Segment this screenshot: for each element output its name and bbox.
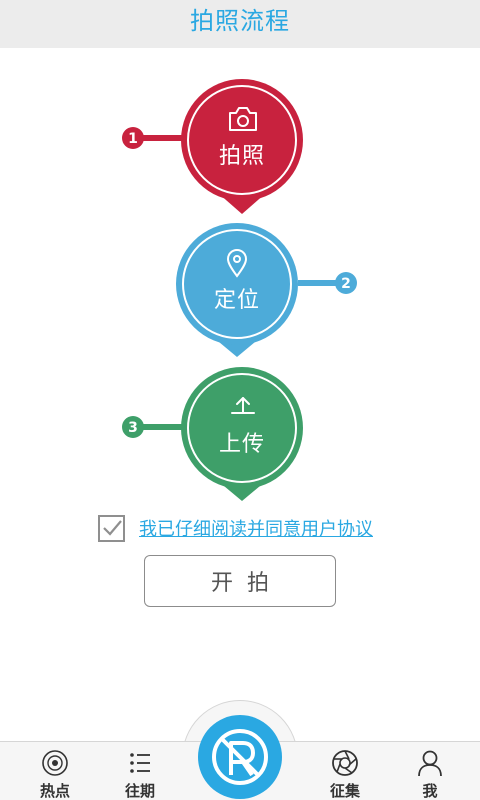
header-bar: 拍照流程	[0, 0, 480, 48]
upload-icon	[231, 397, 255, 414]
step-3	[122, 367, 303, 501]
agreement-checkbox[interactable]	[98, 514, 125, 542]
checkmark-icon	[103, 519, 122, 536]
step-3-circle	[181, 367, 303, 489]
agreement-row: 我已仔细阅读并同意用户协议	[98, 514, 373, 542]
step-2-number: 2	[341, 276, 351, 292]
page-title: 拍照流程	[190, 6, 290, 35]
start-shoot-button[interactable]: 开拍	[144, 555, 336, 607]
aperture-icon	[332, 750, 358, 776]
tab-hot[interactable]: 热点	[15, 742, 95, 800]
center-shoot-button[interactable]	[198, 715, 282, 799]
user-icon	[418, 750, 442, 777]
tab-collect[interactable]: 征集	[305, 742, 385, 800]
step-1-number-badge	[122, 127, 144, 149]
tab-me[interactable]: 我	[390, 742, 470, 800]
step-2-number-badge	[335, 272, 357, 294]
step-2	[176, 223, 357, 357]
list-icon	[130, 753, 150, 773]
step-1-number: 1	[128, 131, 138, 147]
no-photo-icon	[212, 729, 268, 785]
step-3-number: 3	[128, 420, 138, 436]
tab-past-label: 往期	[124, 782, 155, 800]
user-agreement-link[interactable]: 我已仔细阅读并同意用户协议	[139, 519, 373, 540]
step-2-circle	[176, 223, 298, 345]
steps-diagram: 1 2 3	[122, 79, 357, 501]
target-icon	[42, 750, 68, 776]
step-1-label: 拍照	[218, 144, 265, 169]
tab-collect-label: 征集	[329, 782, 360, 800]
camera-icon	[229, 107, 257, 131]
location-pin-icon	[226, 248, 248, 278]
tab-hot-label: 热点	[39, 782, 70, 800]
tab-me-label: 我	[422, 782, 438, 800]
step-1	[122, 79, 303, 214]
step-3-number-badge	[122, 416, 144, 438]
tab-past[interactable]: 往期	[100, 742, 180, 800]
step-2-label: 定位	[213, 288, 260, 313]
step-1-circle	[181, 79, 303, 201]
step-3-label: 上传	[218, 432, 265, 457]
